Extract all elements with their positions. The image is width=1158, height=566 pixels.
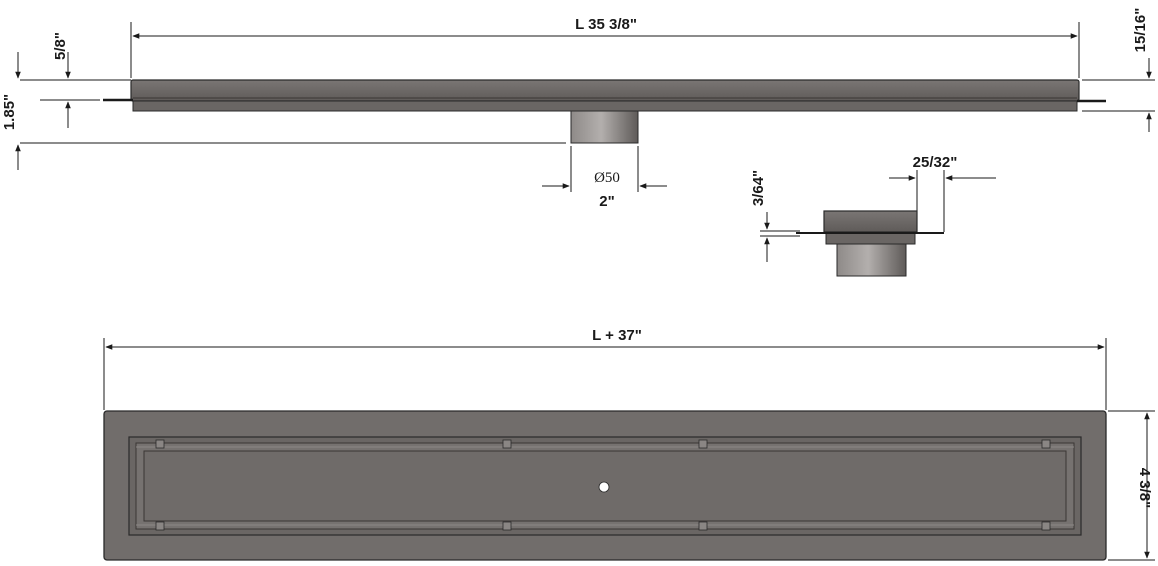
plan-length-label: L + 37" [592, 327, 642, 344]
detail-view: 25/32" 3/64" [750, 154, 996, 277]
flange-label: 3/64" [750, 170, 767, 206]
outlet-diameter-label: Ø50 [594, 170, 620, 186]
height-label: 1.85" [1, 94, 18, 130]
detail-body [823, 210, 918, 233]
depth-left-label: 5/8" [52, 32, 69, 60]
outlet-pipe [570, 110, 639, 144]
support-tabs [155, 439, 1051, 531]
channel-base [132, 100, 1078, 112]
plan-width-label: 4 3/8" [1136, 468, 1153, 508]
length-label: L 35 3/8" [575, 16, 637, 33]
lift-hole [598, 481, 610, 493]
width-label: 25/32" [913, 154, 958, 171]
side-view: L 35 3/8" 1.85" 5/8" 15/16" Ø50 2" [1, 8, 1155, 210]
outlet-inch-label: 2" [599, 193, 614, 210]
detail-outlet-pipe [836, 243, 907, 277]
depth-right-label: 15/16" [1132, 8, 1149, 53]
plan-view: L + 37" 4 3/8" [103, 327, 1155, 561]
